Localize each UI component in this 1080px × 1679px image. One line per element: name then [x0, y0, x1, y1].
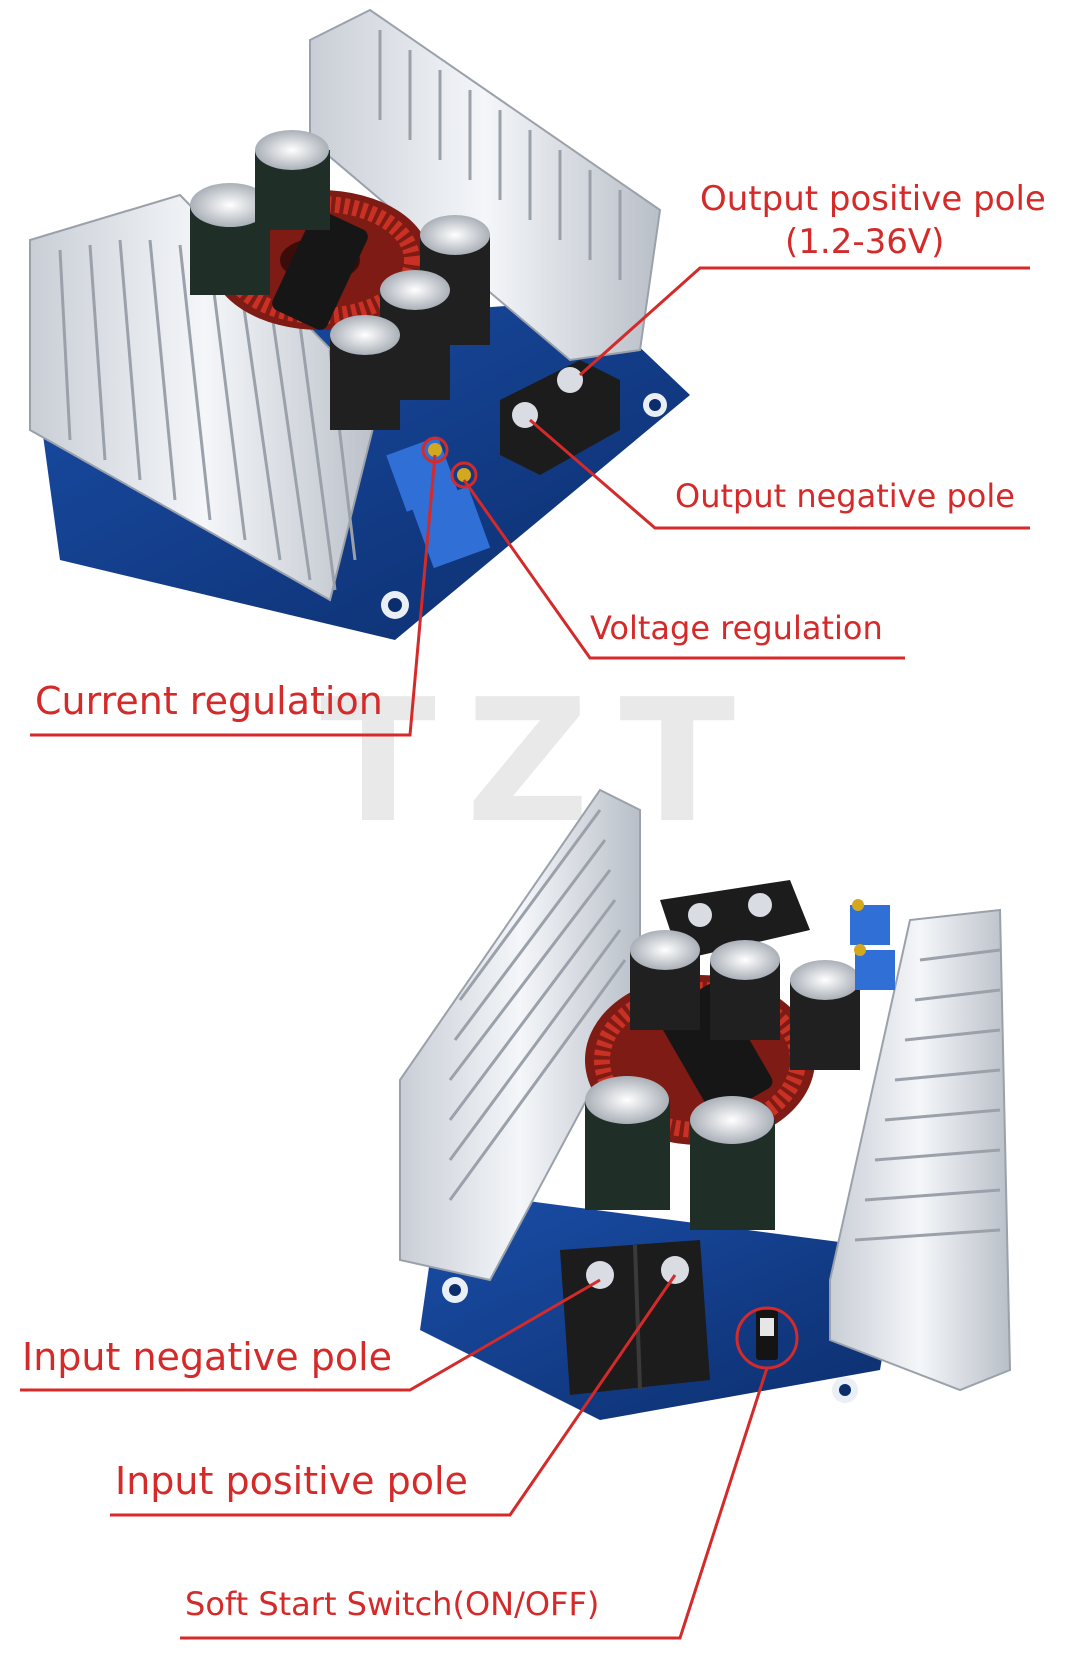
watermark-text: TZT: [320, 663, 765, 861]
label-input-negative: Input negative pole: [22, 1335, 393, 1379]
label-current-regulation: Current regulation: [35, 679, 383, 723]
top-left-heatsink: [29, 193, 382, 602]
label-input-positive: Input positive pole: [115, 1459, 468, 1503]
label-output-negative: Output negative pole: [675, 477, 1015, 515]
label-output-positive-range: (1.2-36V): [785, 222, 945, 262]
bottom-rear-terminal: [660, 880, 810, 960]
bottom-left-heatsink: [399, 788, 641, 1282]
bottom-potentiometers: [850, 899, 895, 990]
bottom-right-heatsink: [829, 908, 1012, 1392]
top-capacitors: [190, 130, 490, 430]
label-voltage-regulation: Voltage regulation: [590, 609, 883, 647]
bottom-module: [399, 788, 1012, 1420]
bottom-input-terminal: [560, 1240, 710, 1395]
watermark-logo: TZT: [320, 663, 765, 861]
soft-start-switch: [756, 1310, 778, 1360]
bottom-capacitors: [585, 930, 860, 1230]
callout-lines: [20, 266, 1030, 1640]
top-module: [29, 8, 690, 640]
label-soft-start-switch: Soft Start Switch(ON/OFF): [185, 1585, 600, 1623]
label-output-positive: Output positive pole: [700, 179, 1046, 219]
